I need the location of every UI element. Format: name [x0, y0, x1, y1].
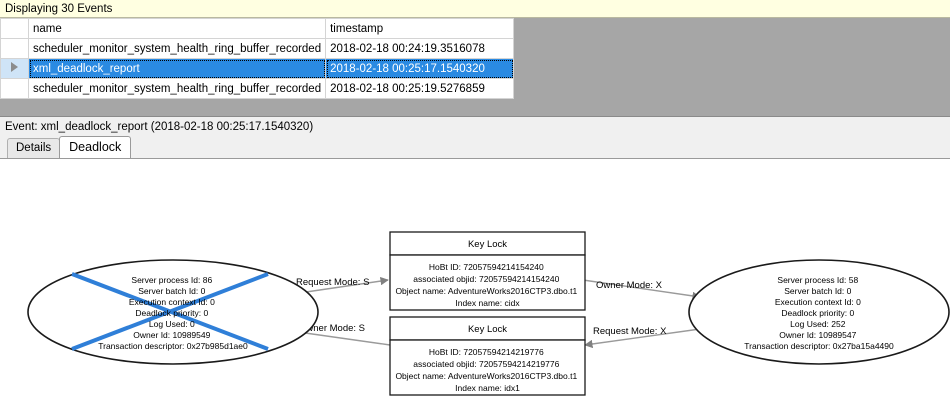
- events-grid[interactable]: name timestamp scheduler_monitor_system_…: [0, 18, 515, 99]
- process-left-text: Server process Id: 86 Server batch Id: 0…: [98, 275, 248, 351]
- event-detail-title: Event: xml_deadlock_report (2018-02-18 0…: [5, 121, 314, 133]
- resource-top-line-4: Index name: cidx: [455, 298, 520, 308]
- resource-top-line-3: Object name: AdventureWorks2016CTP3.dbo.…: [395, 286, 577, 296]
- process-left-line-3: Execution context Id: 0: [129, 297, 215, 307]
- resource-bottom-title: Key Lock: [468, 324, 507, 335]
- tab-details[interactable]: Details: [7, 138, 61, 158]
- process-right-line-3: Execution context Id: 0: [775, 297, 861, 307]
- cell-timestamp[interactable]: 2018-02-18 00:24:19.3516078: [325, 38, 515, 59]
- edge-label-right-owner: Owner Mode: X: [596, 280, 663, 291]
- row-selector-cell[interactable]: [0, 58, 29, 79]
- resource-bottom-line-1: HoBt ID: 72057594214219776: [429, 347, 544, 357]
- process-left-line-6: Owner Id: 10989549: [133, 330, 210, 340]
- process-right-line-7: Transaction descriptor: 0x27ba15a4490: [744, 341, 894, 351]
- resource-node-top[interactable]: Key Lock HoBt ID: 72057594214154240 asso…: [389, 231, 586, 311]
- grid-header-row: name timestamp: [0, 18, 515, 39]
- resource-top-line-1: HoBt ID: 72057594214154240: [429, 262, 544, 272]
- table-row[interactable]: xml_deadlock_report 2018-02-18 00:25:17.…: [0, 58, 515, 79]
- process-node-right[interactable]: Server process Id: 58 Server batch Id: 0…: [688, 259, 950, 365]
- resource-top-text: HoBt ID: 72057594214154240 associated ob…: [395, 262, 579, 308]
- detail-tabstrip[interactable]: Details Deadlock: [0, 136, 950, 158]
- cell-timestamp[interactable]: 2018-02-18 00:25:17.1540320: [325, 58, 515, 79]
- events-status-bar: Displaying 30 Events: [0, 0, 950, 18]
- process-right-line-1: Server process Id: 58: [777, 275, 858, 285]
- edge-label-left-owner: Owner Mode: S: [299, 323, 365, 334]
- table-row[interactable]: scheduler_monitor_system_health_ring_buf…: [0, 78, 515, 99]
- resource-bottom-line-2: associated objid: 72057594214219776: [413, 359, 559, 369]
- process-left-line-4: Deadlock priority: 0: [135, 308, 208, 318]
- event-detail-header: Event: xml_deadlock_report (2018-02-18 0…: [0, 117, 950, 137]
- process-left-line-2: Server batch Id: 0: [138, 286, 205, 296]
- edge-label-left-request: Request Mode: S: [296, 277, 369, 288]
- tab-deadlock[interactable]: Deadlock: [59, 136, 132, 158]
- process-left-line-7: Transaction descriptor: 0x27b985d1ae0: [98, 341, 248, 351]
- edge-right-request: Request Mode: X: [584, 326, 701, 349]
- table-row[interactable]: scheduler_monitor_system_health_ring_buf…: [0, 38, 515, 59]
- cell-timestamp[interactable]: 2018-02-18 00:25:19.5276859: [325, 78, 515, 99]
- resource-top-title: Key Lock: [468, 239, 507, 250]
- process-right-line-2: Server batch Id: 0: [784, 286, 851, 296]
- process-right-text: Server process Id: 58 Server batch Id: 0…: [744, 275, 894, 351]
- process-left-line-5: Log Used: 0: [149, 319, 195, 329]
- victim-cross-marker: [71, 272, 269, 351]
- resource-bottom-line-3: Object name: AdventureWorks2016CTP3.dbo.…: [395, 371, 577, 381]
- resource-bottom-line-4: Index name: idx1: [455, 383, 520, 393]
- deadlock-graph-canvas[interactable]: Request Mode: S Owner Mode: X Owner Mode…: [0, 158, 950, 399]
- resource-node-bottom[interactable]: Key Lock HoBt ID: 72057594214219776 asso…: [389, 316, 586, 396]
- process-right-line-4: Deadlock priority: 0: [781, 308, 854, 318]
- row-selector-arrow-icon: [11, 62, 18, 72]
- edge-label-right-request: Request Mode: X: [593, 326, 667, 337]
- column-header-timestamp[interactable]: timestamp: [325, 18, 515, 39]
- process-left-line-1: Server process Id: 86: [131, 275, 212, 285]
- process-node-left[interactable]: Server process Id: 86 Server batch Id: 0…: [27, 259, 319, 365]
- column-header-selector: [0, 18, 29, 39]
- row-selector-cell[interactable]: [0, 78, 29, 99]
- cell-name[interactable]: xml_deadlock_report: [27, 58, 327, 79]
- column-header-name[interactable]: name: [27, 18, 327, 39]
- cell-name[interactable]: scheduler_monitor_system_health_ring_buf…: [27, 38, 327, 59]
- process-right-line-5: Log Used: 252: [790, 319, 846, 329]
- events-grid-panel[interactable]: name timestamp scheduler_monitor_system_…: [0, 18, 950, 117]
- resource-bottom-text: HoBt ID: 72057594214219776 associated ob…: [395, 347, 579, 393]
- process-right-line-6: Owner Id: 10989547: [779, 330, 856, 340]
- deadlock-graph-svg: Request Mode: S Owner Mode: X Owner Mode…: [27, 231, 950, 396]
- events-count-label: Displaying 30 Events: [5, 2, 113, 15]
- edge-right-owner: Owner Mode: X: [582, 279, 701, 301]
- resource-top-line-2: associated objid: 72057594214154240: [413, 274, 559, 284]
- cell-name[interactable]: scheduler_monitor_system_health_ring_buf…: [27, 78, 327, 99]
- row-selector-cell[interactable]: [0, 38, 29, 59]
